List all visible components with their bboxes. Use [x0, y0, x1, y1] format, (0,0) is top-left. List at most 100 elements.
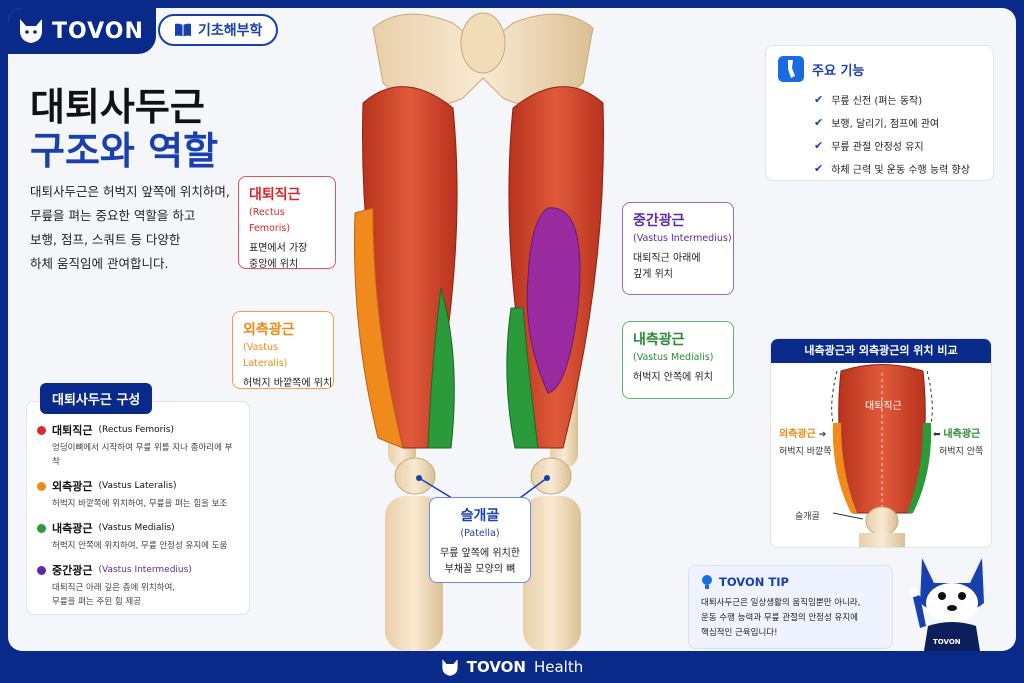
- wolf-head-icon: [442, 658, 458, 676]
- callout-desc: 표면에서 가장: [249, 243, 308, 254]
- mascot-shirt-text: TOVON: [933, 638, 961, 646]
- tip-line: 대퇴사두근은 일상생활의 움직임뿐만 아니라,: [701, 598, 861, 608]
- leg-anatomy-illustration: [353, 12, 604, 651]
- check-icon: ✔: [814, 116, 824, 129]
- vastus-lateralis-left: [353, 207, 404, 449]
- footer-brand: TOVON: [466, 658, 526, 676]
- callout-title: 슬개골: [460, 508, 500, 524]
- composition-title: 대퇴사두근 구성: [40, 383, 153, 414]
- footer-suffix: Health: [533, 658, 584, 676]
- function-text: 무릎 관절 안정성 유지: [831, 142, 924, 153]
- item-desc: 허벅지 안쪽에 위치하여, 무릎 안정성 유지에 도움: [52, 541, 228, 551]
- callout-desc: 대퇴직근 아래에: [633, 253, 701, 264]
- callout-vastus-intermedius: 중간광근 (Vastus Intermedius) 대퇴직근 아래에 깊게 위치: [622, 202, 734, 295]
- callout-subtitle: (Vastus Lateralis): [243, 342, 288, 369]
- item-title: 중간광근: [52, 564, 93, 577]
- infographic-frame: TOVON 기초해부학 대퇴사두근 구조와 역할 대퇴사두근은 허벅지 앞쪽에 …: [8, 8, 1016, 651]
- check-icon: ✔: [814, 162, 824, 175]
- callout-desc: 무릎 앞쪽에 위치한: [440, 548, 520, 559]
- page-title: 대퇴사두근: [30, 85, 205, 129]
- page-subtitle: 구조와 역할: [30, 129, 219, 173]
- tip-line: 운동 수행 능력과 무릎 관절의 안정성 유지에: [701, 613, 858, 623]
- callout-desc: 허벅지 바깥쪽에 위치: [243, 378, 333, 389]
- function-panel: 주요 기능 ✔무릎 신전 (펴는 동작) ✔보행, 달리기, 점프에 관여 ✔무…: [765, 45, 994, 181]
- wolf-mascot-icon: [909, 558, 984, 651]
- green-dot-icon: [37, 523, 46, 533]
- intro-line: 무릎을 펴는 중요한 역할을 하고: [30, 208, 196, 223]
- tip-line: 핵심적인 근육입니다!: [701, 628, 778, 638]
- wolf-head-icon: [20, 19, 42, 43]
- item-subtitle: (Vastus Intermedius): [98, 565, 192, 575]
- intro-line: 보행, 점프, 스쿼트 등 다양한: [30, 232, 181, 247]
- intro-line: 하체 움직임에 관여합니다.: [30, 256, 169, 271]
- callout-rectus-femoris: 대퇴직근 (Rectus Femoris) 표면에서 가장 중앙에 위치: [238, 176, 336, 270]
- comparison-right-title: 내측광근: [943, 429, 981, 440]
- orange-dot-icon: [37, 481, 46, 491]
- function-title: 주요 기능: [812, 63, 865, 79]
- callout-subtitle: (Vastus Medialis): [633, 352, 714, 363]
- patella-right: [530, 457, 572, 495]
- check-icon: ✔: [814, 139, 824, 152]
- item-desc: 엉덩이뼈에서 시작하여 무릎 위를 지나 종아리에 부착: [52, 443, 233, 467]
- composition-item: 외측광근 (Vastus Lateralis) 허벅지 바깥쪽에 위치하여, 무릎…: [37, 478, 239, 511]
- callout-patella: 슬개골 (Patella) 무릎 앞쪽에 위치한 부채꼴 모양의 뼈: [429, 497, 531, 583]
- callout-title: 외측광근: [243, 322, 295, 338]
- callout-subtitle: (Patella): [460, 528, 500, 539]
- comparison-bottom-label: 슬개골: [795, 512, 820, 522]
- composition-panel: 대퇴직근 (Rectus Femoris) 엉덩이뼈에서 시작하여 무릎 위를 지…: [26, 401, 250, 615]
- purple-dot-icon: [37, 565, 46, 575]
- composition-item: 내측광근 (Vastus Medialis) 허벅지 안쪽에 위치하여, 무릎 안…: [37, 520, 239, 553]
- item-title: 대퇴직근: [52, 424, 93, 437]
- function-item: ✔ 무릎 관절 안정성 유지: [814, 138, 981, 153]
- vastus-medialis-left: [427, 287, 455, 449]
- tibia-left: [385, 496, 443, 651]
- callout-title: 내측광근: [633, 332, 685, 348]
- book-icon: [175, 23, 191, 37]
- tip-box: TOVON TIP 대퇴사두근은 일상생활의 움직임뿐만 아니라, 운동 수행 …: [688, 565, 893, 649]
- callout-subtitle: (Vastus Intermedius): [633, 233, 732, 244]
- function-text: 무릎 신전 (펴는 동작): [831, 96, 923, 107]
- footer: TOVON Health: [0, 651, 1024, 683]
- category-badge: 기초해부학: [158, 14, 279, 46]
- item-subtitle: (Vastus Medialis): [98, 523, 175, 533]
- tibia-right: [523, 496, 581, 651]
- comparison-panel: 내측광근과 외측광근의 위치 비교 대퇴직근 외측광근 ➔ 허벅지 바깥쪽 ⬅ …: [770, 338, 992, 548]
- composition-item: 중간광근 (Vastus Intermedius) 대퇴직근 아래 깊은 층에 위…: [37, 562, 239, 609]
- comparison-left-desc: 허벅지 바깥쪽: [779, 447, 832, 457]
- callout-title: 대퇴직근: [249, 187, 301, 203]
- item-subtitle: (Vastus Lateralis): [98, 481, 177, 491]
- callout-vastus-medialis: 내측광근 (Vastus Medialis) 허벅지 안쪽에 위치: [622, 321, 734, 399]
- brand-header: TOVON: [8, 8, 156, 54]
- tip-title: TOVON TIP: [719, 575, 789, 589]
- callout-vastus-lateralis: 외측광근 (Vastus Lateralis) 허벅지 바깥쪽에 위치: [232, 311, 334, 389]
- vastus-medialis-right: [506, 307, 539, 449]
- patella-left: [394, 457, 436, 495]
- callout-desc: 부채꼴 모양의 뼈: [444, 564, 516, 575]
- vastus-intermedius-right: [526, 207, 581, 394]
- item-desc: 대퇴직근 아래 깊은 층에 위치하여,: [52, 583, 175, 593]
- function-text: 하체 근력 및 운동 수행 능력 향상: [831, 165, 970, 176]
- item-desc: 허벅지 바깥쪽에 위치하여, 무릎을 펴는 힘을 보조: [52, 499, 228, 509]
- intro-text: 대퇴사두근은 허벅지 앞쪽에 위치하며, 무릎을 펴는 중요한 역할을 하고 보…: [30, 180, 245, 276]
- item-title: 내측광근: [52, 522, 93, 535]
- composition-item: 대퇴직근 (Rectus Femoris) 엉덩이뼈에서 시작하여 무릎 위를 지…: [37, 422, 239, 469]
- function-item: ✔ 하체 근력 및 운동 수행 능력 향상: [814, 161, 981, 176]
- leg-icon: [778, 56, 804, 82]
- callout-desc: 중앙에 위치: [249, 259, 299, 270]
- brand-name: TOVON: [52, 18, 144, 44]
- comparison-right: ⬅ 내측광근 허벅지 안쪽: [933, 425, 983, 457]
- arrow-right-icon: ➔: [818, 430, 827, 440]
- comparison-right-desc: 허벅지 안쪽: [939, 447, 984, 457]
- callout-title: 중간광근: [633, 213, 685, 229]
- arrow-left-icon: ⬅: [933, 430, 941, 440]
- comparison-center-label: 대퇴직근: [865, 401, 902, 412]
- comparison-illustration: [831, 364, 933, 547]
- red-dot-icon: [37, 425, 46, 435]
- callout-desc: 깊게 위치: [633, 269, 673, 280]
- callout-subtitle: (Rectus Femoris): [249, 207, 291, 234]
- item-subtitle: (Rectus Femoris): [98, 425, 175, 435]
- comparison-title: 내측광근과 외측광근의 위치 비교: [771, 339, 991, 363]
- comparison-left: 외측광근 ➔ 허벅지 바깥쪽: [779, 425, 832, 457]
- item-title: 외측광근: [52, 480, 93, 493]
- badge-label: 기초해부학: [198, 23, 263, 39]
